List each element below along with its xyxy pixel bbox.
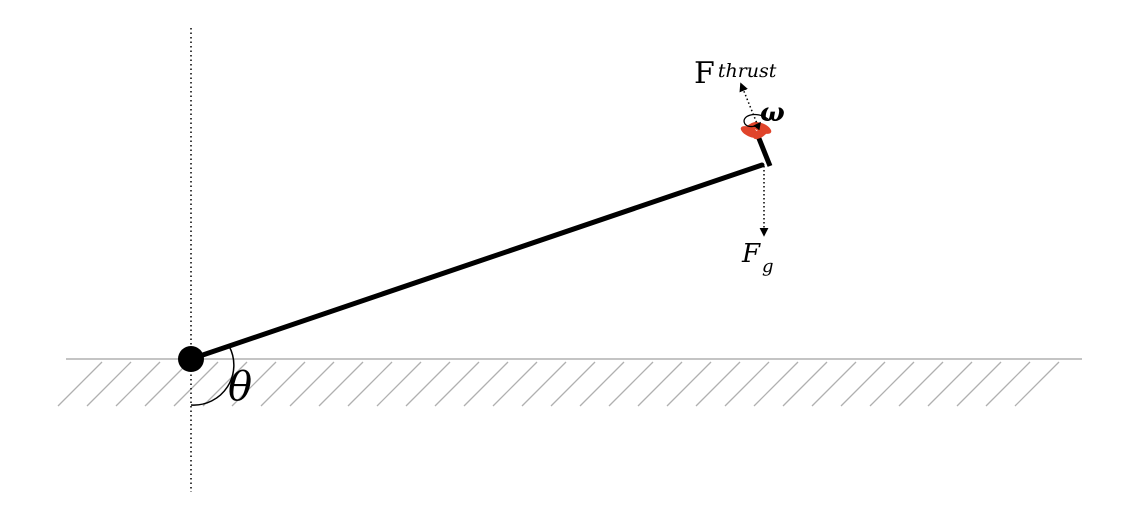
hatch-line [637, 361, 683, 407]
hatch-line [434, 361, 480, 407]
gravity-force-main: F [741, 239, 761, 269]
thrust-force-subscript: thrust [718, 60, 777, 82]
angle-label: θ [228, 364, 252, 410]
hatch-line [173, 361, 219, 407]
hatch-line [550, 361, 596, 407]
hatch-line [985, 361, 1031, 407]
hatch-line [376, 361, 422, 407]
thrust-arrow [739, 82, 759, 127]
hatch-line [86, 361, 132, 407]
hatch-line [260, 361, 306, 407]
gravity-force-subscript: g [762, 256, 774, 277]
ground-hatching [57, 361, 1060, 407]
hatch-line [579, 361, 625, 407]
hatch-line [1014, 361, 1060, 407]
end-bar [755, 135, 773, 167]
hatch-line [318, 361, 364, 407]
hatch-line [144, 361, 190, 407]
pendulum-rod [188, 162, 765, 362]
hatch-line [289, 361, 335, 407]
hatch-line [463, 361, 509, 407]
angular-velocity-label: ω [760, 98, 785, 128]
hatch-line [202, 361, 248, 407]
hatch-line [956, 361, 1002, 407]
rotation-arrow [743, 113, 769, 131]
hatch-line [405, 361, 451, 407]
hatch-line [115, 361, 161, 407]
hatch-line [840, 361, 886, 407]
hatch-line [724, 361, 770, 407]
pivot-joint [178, 346, 204, 372]
hatch-line [811, 361, 857, 407]
hatch-line [695, 361, 741, 407]
hatch-line [57, 361, 103, 407]
hatch-line [608, 361, 654, 407]
hatch-line [927, 361, 973, 407]
hatch-line [231, 361, 277, 407]
hatch-line [492, 361, 538, 407]
hatch-line [869, 361, 915, 407]
hatch-line [347, 361, 393, 407]
hatch-line [782, 361, 828, 407]
hatch-line [898, 361, 944, 407]
hatch-line [521, 361, 567, 407]
angle-arc [190, 345, 235, 406]
hatch-line [666, 361, 712, 407]
hatch-line [753, 361, 799, 407]
thrust-force-main: F [694, 56, 715, 91]
